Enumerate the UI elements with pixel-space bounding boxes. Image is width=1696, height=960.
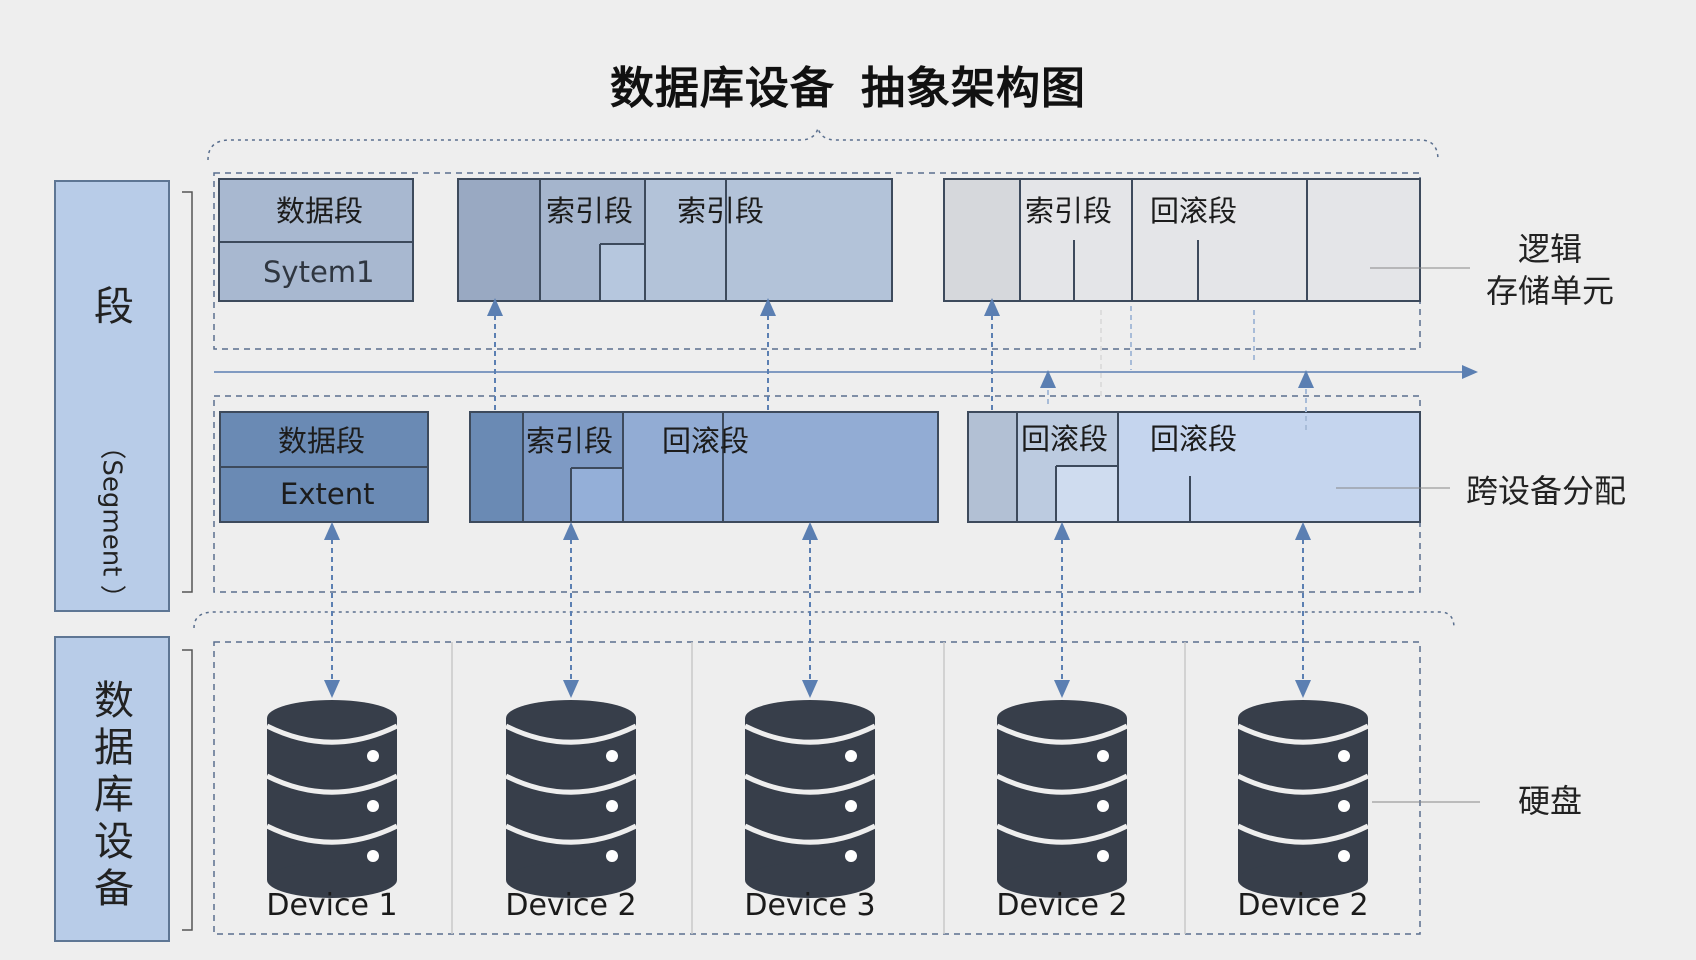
device-title-char: 库 <box>94 772 134 818</box>
extent-box2-label2: 回滚段 <box>662 424 750 458</box>
device-side-panel: 数 据 库 设 备 <box>54 636 170 942</box>
logical-box1-bottom-label: Sytem1 <box>263 255 375 289</box>
device-label: Device 2 <box>505 888 637 923</box>
segment-subtitle: （Segment ） <box>96 433 127 611</box>
device-title-char: 数 <box>94 678 134 724</box>
logical-box1-top-label: 数据段 <box>276 194 364 228</box>
logical-box3-label1: 索引段 <box>1025 194 1113 228</box>
database-icon <box>743 700 877 898</box>
disk-label: 硬盘 <box>1517 782 1582 820</box>
logical-box3-label2: 回滚段 <box>1150 194 1238 228</box>
device-title-char: 设 <box>94 819 134 865</box>
device-title-char: 备 <box>94 866 134 912</box>
logical-box2-label1: 索引段 <box>546 194 634 228</box>
extent-box1-top-label: 数据段 <box>278 424 366 458</box>
logical-region <box>213 172 1421 350</box>
extent-box3-label1: 回滚段 <box>1021 422 1109 456</box>
database-icon <box>504 700 638 898</box>
segment-title: 段 <box>94 284 134 330</box>
extent-box1-bottom-label: Extent <box>280 477 375 511</box>
device-region <box>213 641 1421 935</box>
page-title: 数据库设备 抽象架构图 <box>609 63 1087 114</box>
device-label: Device 3 <box>744 888 876 923</box>
logical-storage-label: 逻辑 存储单元 <box>1485 230 1614 310</box>
segment-side-panel: 段 （Segment ） <box>54 180 170 612</box>
device-label: Device 1 <box>266 888 398 923</box>
middle-brace <box>193 611 1455 629</box>
database-icon <box>265 700 399 898</box>
device-label: Device 2 <box>1237 888 1369 923</box>
database-icon <box>995 700 1129 898</box>
extent-box2-label1: 索引段 <box>526 424 614 458</box>
segment-bracket <box>182 191 193 593</box>
device-title-char: 据 <box>94 725 134 771</box>
device-bracket <box>182 649 193 931</box>
device-label: Device 2 <box>996 888 1128 923</box>
database-icon <box>1236 700 1370 898</box>
top-brace <box>207 127 1439 161</box>
logical-box2-label2: 索引段 <box>677 194 765 228</box>
device-panel-title: 数 据 库 设 备 <box>56 678 172 913</box>
cross-device-label: 跨设备分配 <box>1465 472 1626 510</box>
extent-box3-label2: 回滚段 <box>1150 422 1238 456</box>
